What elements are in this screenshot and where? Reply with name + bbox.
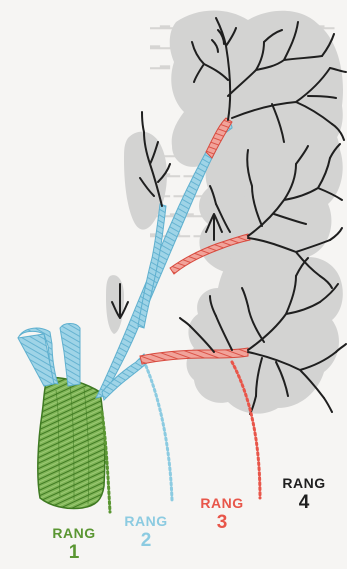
rank-3-word: RANG — [190, 496, 254, 510]
rank-3-label: RANG 3 — [190, 496, 254, 532]
rank-1-number: 1 — [42, 543, 106, 562]
rank-2-number: 2 — [116, 531, 176, 550]
rank-2-leader — [146, 366, 172, 500]
rank-3-number: 3 — [190, 513, 254, 532]
rank-4-number: 4 — [272, 493, 336, 512]
rank-1-trunk — [38, 378, 105, 509]
rank-4-label: RANG 4 — [272, 476, 336, 512]
rank-2-label: RANG 2 — [116, 514, 176, 550]
rank-4-word: RANG — [272, 476, 336, 490]
rank-2-word: RANG — [116, 514, 176, 528]
rank-1-word: RANG — [42, 526, 106, 540]
rank-1-label: RANG 1 — [42, 526, 106, 562]
